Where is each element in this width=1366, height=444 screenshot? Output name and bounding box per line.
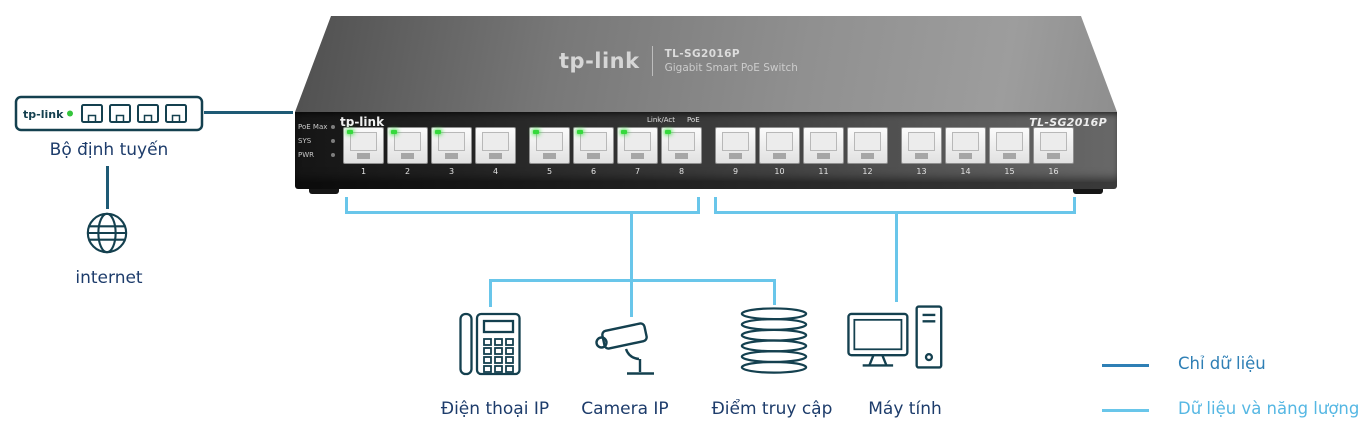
port-led: [577, 130, 583, 134]
switch-front-brand: tp-link: [340, 115, 385, 129]
computer-drop-line: [895, 211, 898, 302]
sys-led: [331, 139, 335, 143]
ethernet-port: 4: [475, 127, 516, 177]
switch-top-model: TL-SG2016P: [664, 48, 740, 60]
ethernet-port: 2: [387, 127, 428, 177]
divider: [651, 46, 653, 76]
port-number: 6: [590, 167, 597, 176]
port-led-header: Link/Act PoE: [647, 116, 700, 124]
camera-drop-line: [630, 211, 633, 317]
legend-data-power-label: Dữ liệu và năng lượng: [1178, 399, 1360, 418]
pwr-led: [331, 153, 335, 157]
port-number: 7: [634, 167, 641, 176]
legend-data-only-line: [1102, 364, 1149, 367]
ethernet-port: 11: [803, 127, 844, 177]
switch-foot: [1073, 189, 1103, 194]
port-group-4: 13 14 15 16: [901, 127, 1074, 177]
router-to-switch-line: [204, 111, 293, 114]
ethernet-port: 1: [343, 127, 384, 177]
port-number: 10: [774, 167, 785, 176]
internet-globe-icon: [84, 210, 130, 256]
access-point-label: Điểm truy cập: [711, 399, 833, 419]
port-led: [665, 130, 671, 134]
ap-drop-line: [773, 279, 776, 305]
ip-camera-label: Camera IP: [581, 399, 669, 419]
port-number: 12: [862, 167, 873, 176]
router-to-internet-line: [106, 166, 109, 209]
port-number: 16: [1048, 167, 1059, 176]
poe-label: PoE: [686, 116, 700, 124]
port-number: 2: [404, 167, 411, 176]
ip-phone-icon: [458, 308, 522, 380]
status-led-block: PoE Max SYS PWR: [298, 120, 335, 162]
port-led: [621, 130, 627, 134]
bracket1-right-tick: [697, 197, 700, 213]
ethernet-port: 8: [661, 127, 702, 177]
ethernet-port: 9: [715, 127, 756, 177]
port-number: 3: [448, 167, 455, 176]
bracket2-left-tick: [714, 197, 717, 213]
switch-top-brand: tp-link: [559, 49, 640, 73]
port-number: 14: [960, 167, 971, 176]
switch-top-subtitle: Gigabit Smart PoE Switch: [664, 62, 798, 74]
switch-top-face: tp-link TL-SG2016P Gigabit Smart PoE Swi…: [295, 16, 1117, 112]
port-group-2: 5 6 7 8: [529, 127, 702, 177]
port-number: 4: [492, 167, 499, 176]
bracket2-right-tick: [1073, 197, 1076, 213]
router-label: Bộ định tuyến: [49, 140, 169, 160]
ethernet-port: 6: [573, 127, 614, 177]
ip-camera-icon: [591, 320, 671, 380]
port-led: [435, 130, 441, 134]
switch-front-panel: PoE Max SYS PWR tp-link Link/Act PoE TL-…: [295, 112, 1117, 182]
poe-branch-line: [489, 279, 776, 282]
ethernet-port: 3: [431, 127, 472, 177]
computer-icon: [846, 304, 952, 372]
led-label-sys: SYS: [298, 137, 312, 145]
computer-label: Máy tính: [868, 399, 942, 419]
internet-label: internet: [75, 268, 143, 288]
ethernet-port: 13: [901, 127, 942, 177]
port-number: 15: [1004, 167, 1015, 176]
bracket1-left-tick: [345, 197, 348, 213]
router-icon: tp-link: [14, 94, 204, 134]
port-group-1: 1 2 3 4: [343, 127, 516, 177]
access-point-icon: [733, 306, 815, 378]
ethernet-port: 7: [617, 127, 658, 177]
port-group-3: 9 10 11 12: [715, 127, 888, 177]
port-number: 8: [678, 167, 685, 176]
port-led: [533, 130, 539, 134]
ethernet-port: 12: [847, 127, 888, 177]
poe-switch-device: tp-link TL-SG2016P Gigabit Smart PoE Swi…: [295, 16, 1117, 216]
switch-bottom-edge: [295, 182, 1117, 189]
ethernet-port: 15: [989, 127, 1030, 177]
led-label-poe-max: PoE Max: [298, 123, 328, 131]
router-brand-text: tp-link: [23, 108, 64, 121]
ip-phone-label: Điện thoại IP: [440, 399, 550, 419]
port-number: 13: [916, 167, 927, 176]
legend-data-only-label: Chỉ dữ liệu: [1178, 354, 1266, 373]
poe-max-led: [331, 125, 335, 129]
port-number: 5: [546, 167, 553, 176]
port-led: [347, 130, 353, 134]
port-led: [391, 130, 397, 134]
legend-data-power-line: [1102, 409, 1149, 412]
phone-drop-line: [489, 279, 492, 307]
ethernet-port: 5: [529, 127, 570, 177]
router-led: [67, 110, 73, 117]
bracket1-line: [345, 211, 700, 214]
port-array: 1 2 3 4 5 6 7 8 9 10 11 12: [343, 127, 1074, 177]
port-number: 1: [360, 167, 367, 176]
switch-foot: [309, 189, 339, 194]
switch-front-model: TL-SG2016P: [1029, 116, 1107, 129]
led-label-pwr: PWR: [298, 151, 315, 159]
port-number: 11: [818, 167, 829, 176]
port-number: 9: [732, 167, 739, 176]
ethernet-port: 14: [945, 127, 986, 177]
link-act-label: Link/Act: [647, 116, 675, 124]
ethernet-port: 16: [1033, 127, 1074, 177]
ethernet-port: 10: [759, 127, 800, 177]
